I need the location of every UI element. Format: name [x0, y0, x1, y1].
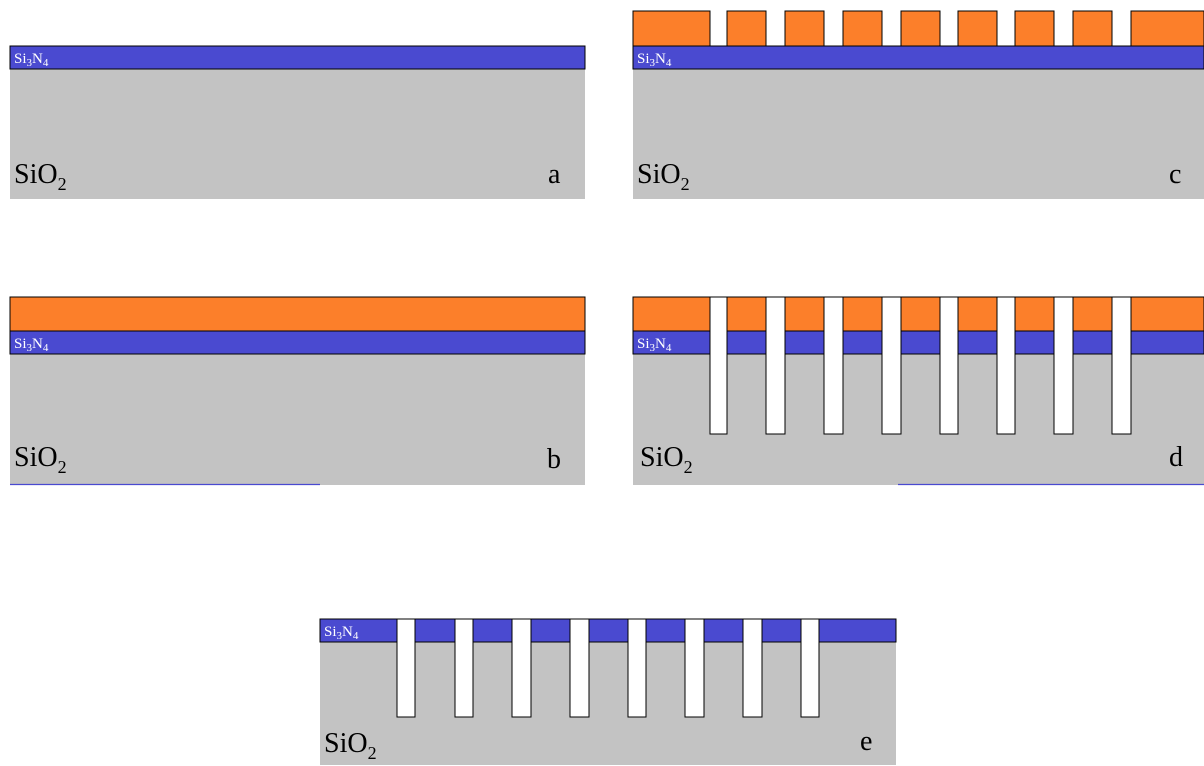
trench	[800, 618, 820, 718]
nitride-label: Si3N4	[14, 336, 49, 354]
oxide-label: SiO2	[637, 159, 690, 194]
resist-line	[1072, 296, 1113, 332]
resist-line	[1072, 10, 1113, 47]
resist-line	[784, 296, 825, 332]
trench	[823, 296, 844, 435]
trench-pattern	[709, 296, 1132, 435]
resist-line	[784, 10, 825, 47]
oxide-label: SiO2	[14, 159, 67, 194]
resist-line	[957, 10, 998, 47]
nitride-line	[530, 618, 571, 643]
oxide-substrate	[10, 69, 585, 199]
trench	[765, 296, 786, 435]
nitride-line	[414, 618, 456, 643]
step-letter-c: c	[1169, 159, 1181, 190]
nitride-line	[703, 618, 744, 643]
resist-line	[1130, 296, 1204, 332]
nitride-pattern	[319, 618, 897, 643]
nitride-line	[761, 618, 802, 643]
trench	[709, 296, 728, 435]
trench	[996, 296, 1016, 435]
resist-line	[726, 10, 767, 47]
resist-line	[1014, 10, 1055, 47]
step-letter-a: a	[548, 159, 561, 190]
nitride-line	[472, 618, 513, 643]
resist-line	[900, 10, 941, 47]
step-letter-b: b	[547, 444, 561, 475]
trench	[1053, 296, 1074, 435]
trench	[627, 618, 647, 718]
resist-layer	[9, 296, 586, 332]
trench	[1111, 296, 1132, 435]
nitride-label: Si3N4	[324, 624, 359, 642]
panel-a: Si3N4 SiO2 a	[9, 45, 586, 199]
resist-line	[1130, 10, 1204, 47]
nitride-line	[588, 618, 629, 643]
trench	[881, 296, 902, 435]
nitride-label: Si3N4	[637, 51, 672, 69]
panel-c: Si3N4 SiO2 c	[632, 10, 1204, 199]
panel-d: Si3N4 SiO2 d	[632, 296, 1204, 486]
nitride-line	[645, 618, 686, 643]
oxide-substrate	[633, 69, 1204, 199]
oxide-substrate	[633, 354, 1204, 485]
trench	[569, 618, 590, 718]
trench	[684, 618, 705, 718]
resist-line	[957, 296, 998, 332]
resist-line	[842, 10, 883, 47]
resist-pattern	[632, 10, 1204, 47]
oxide-substrate	[320, 642, 896, 765]
oxide-label: SiO2	[640, 442, 693, 477]
trench-pattern	[396, 618, 820, 718]
nitride-line	[818, 618, 897, 643]
trench	[939, 296, 959, 435]
resist-line	[632, 10, 711, 47]
step-letter-d: d	[1169, 442, 1183, 473]
oxide-substrate	[10, 354, 585, 485]
nitride-label: Si3N4	[14, 51, 49, 69]
resist-line	[632, 296, 711, 332]
trench	[396, 618, 416, 718]
nitride-layer	[9, 45, 586, 70]
step-letter-e: e	[860, 726, 872, 757]
panel-b: Si3N4 SiO2 b	[9, 296, 586, 486]
trench	[742, 618, 763, 718]
trench	[511, 618, 532, 718]
nitride-label: Si3N4	[637, 336, 672, 354]
resist-line	[842, 296, 883, 332]
oxide-label: SiO2	[324, 728, 377, 763]
oxide-label: SiO2	[14, 442, 67, 477]
trench	[454, 618, 474, 718]
